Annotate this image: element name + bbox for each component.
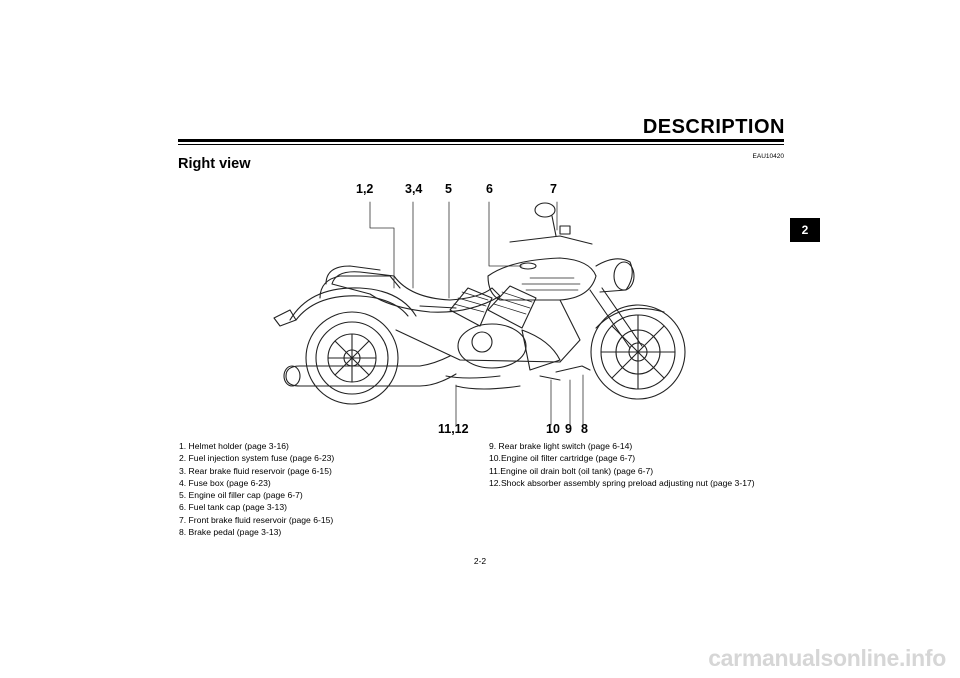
- legend-item: 4. Fuse box (page 6-23): [179, 477, 271, 488]
- legend-left: 1. Helmet holder (page 3-16) 2. Fuel inj…: [179, 440, 334, 538]
- page-header-title: DESCRIPTION: [642, 116, 785, 138]
- callout-11-12: 11,12: [438, 422, 469, 436]
- callout-5: 5: [445, 182, 452, 196]
- callout-7: 7: [550, 182, 557, 196]
- legend-item: 2. Fuel injection system fuse (page 6-23…: [179, 453, 335, 464]
- legend-item: 10.Engine oil filter cartridge (page 6-7…: [489, 453, 636, 464]
- legend-item: 9. Rear brake light switch (page 6-14): [489, 441, 633, 451]
- legend-item: 1. Helmet holder (page 3-16): [179, 441, 289, 451]
- page-number: 2-2: [473, 556, 487, 566]
- chapter-tab: 2: [790, 218, 820, 242]
- callout-8: 8: [581, 422, 588, 436]
- legend-item: 12.Shock absorber assembly spring preloa…: [489, 477, 755, 488]
- header-rule-thick: [178, 139, 784, 142]
- legend-item: 6. Fuel tank cap (page 3-13): [179, 502, 287, 513]
- legend-item: 5. Engine oil filler cap (page 6-7): [179, 490, 303, 501]
- leader-lines: [369, 201, 584, 426]
- section-title: Right view: [178, 156, 251, 172]
- callout-9: 9: [565, 422, 572, 436]
- legend-item: 8. Brake pedal (page 3-13): [179, 527, 282, 538]
- callout-10: 10: [546, 422, 560, 436]
- motorcycle-right-view-icon: [273, 201, 686, 426]
- legend-item: 3. Rear brake fluid reservoir (page 6-15…: [179, 465, 332, 476]
- legend-right: 9. Rear brake light switch (page 6-14) 1…: [489, 440, 755, 489]
- rear-wheel: [305, 311, 399, 405]
- callout-3-4: 3,4: [405, 182, 423, 196]
- exhaust: [283, 355, 521, 390]
- legend-item: 11.Engine oil drain bolt (oil tank) (pag…: [489, 465, 654, 476]
- engine: [449, 285, 561, 371]
- callout-6: 6: [486, 182, 493, 196]
- front-wheel: [590, 304, 686, 400]
- callout-1-2: 1,2: [356, 182, 374, 196]
- header-rule-thin: [178, 144, 784, 145]
- section-code: EAU10420: [752, 153, 784, 160]
- watermark: carmanualsonline.info: [708, 645, 946, 671]
- legend-item: 7. Front brake fluid reservoir (page 6-1…: [179, 514, 334, 525]
